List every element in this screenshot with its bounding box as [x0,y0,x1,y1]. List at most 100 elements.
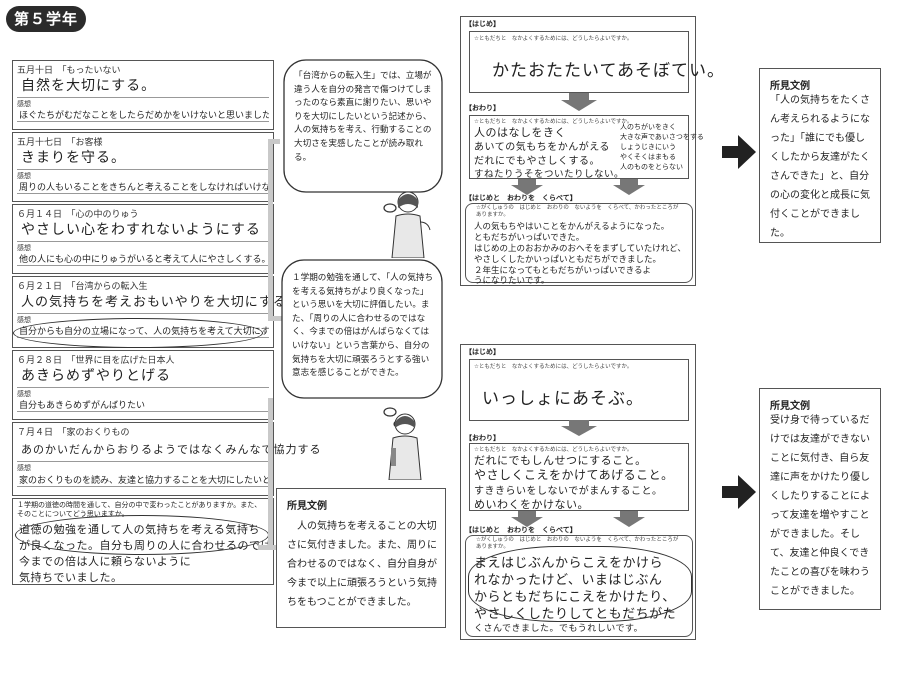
entry-label: 感想 [17,100,31,108]
entry-label: 感想 [17,390,31,398]
entry-label: 感想 [17,316,31,324]
owari-side-3: しょうじきにいう [620,143,676,151]
entry-4: ６月２１日 「台湾からの転入生 人の気持ちを考えおもいやりを大切にする 感想 自… [12,276,286,348]
section-label-owari: 【おわり】 [465,434,500,442]
down-arrow-icon [511,511,543,527]
grade-tag: 第５学年 [6,6,86,32]
owari-box: ☆ともだちと なかよくするためには、どうしたらよいですか。 人のはなしをきく あ… [469,115,704,180]
entry-writing: あのかいだんからおりるようではなくみんなで協力する [21,443,322,456]
summary-prompt: １学期の道徳の時間を通して、自分の中で変わったことがありますか。また、そのことに… [17,501,262,518]
connector [268,316,288,321]
entry-3: ６月１４日 「心の中のりゅう やさしい心をわすれないようにする 感想 他の人にも… [12,204,274,274]
owari-prompt: ☆ともだちと なかよくするためには、どうしたらよいですか。 [474,447,633,453]
owari-line-4: すねたりうそをついたりしない。 [474,169,625,180]
summary-line-4: 気持ちでいました。 [19,571,123,584]
compare-prompt: ☆がくしゅうの はじめと おわりの ないようを くらべて、かわったところが あり… [476,205,684,218]
teacher-illustration [385,410,431,481]
commentary-box-right-bottom: 所見文例 受け身で待っているだけでは友達ができないことに気付き、自ら友達に声をか… [759,388,881,610]
thought-cloud-1: 「台湾からの転入生」では、立場が違う人を自分の発言で傷つけてしまったのなら素直に… [278,52,448,227]
compare-box: ☆がくしゅうの はじめと おわりの ないようを くらべて、かわったところが あり… [465,203,693,286]
entry-date: 五月十日 「もったいない [17,66,121,76]
entry-2: 五月十七日 「お客様 きまりを守る。 感想 周りの人もいることをきちんと考えるこ… [12,132,274,202]
commentary-box-right-top: 所見文例 「人の気持ちをたくさん考えられるようになった」「誰にでも優しくしたから… [759,68,881,243]
owari-line-1: だれにでもしんせつにすること。 [474,454,647,467]
compare-line-6: うになりたいです。 [474,276,550,286]
connector [268,139,280,144]
entry-date: ６月１４日 「心の中のりゅう [17,210,139,220]
down-arrow-icon [613,179,645,195]
compare-prompt: ☆がくしゅうの はじめと おわりの ないようを くらべて、かわったところが あり… [476,537,684,550]
compare-line-1: 人の気もちやはいことをかんがえるようになった。 [474,222,670,232]
hajime-prompt: ☆ともだちと なかよくするためには、どうしたらよいですか。 [474,36,633,42]
entry-label: 感想 [17,172,31,180]
hajime-writing: いっしょにあそぶ。 [482,389,644,409]
section-label-compare: 【はじめと おわりを くらべて】 [465,194,577,202]
cloud-text: 「台湾からの転入生」では、立場が違う人を自分の発言で傷つけてしまったのなら素直に… [294,71,432,163]
hajime-prompt: ☆ともだちと なかよくするためには、どうしたらよいですか。 [474,364,633,370]
commentary-title: 所見文例 [770,401,810,412]
summary-section: １学期の道徳の時間を通して、自分の中で変わったことがありますか。また、そのことに… [12,498,274,585]
highlight-ellipse [15,515,269,555]
owari-side-2: 大きな声であいさつをする [620,133,704,141]
owari-line-2: やさしくこえをかけてあげること。 [474,468,674,482]
owari-box: ☆ともだちと なかよくするためには、どうしたらよいですか。 だれにでもしんせつに… [469,443,689,511]
down-arrow-icon [511,179,543,195]
highlight-ellipse [13,318,263,348]
connector [268,398,273,548]
down-arrow-icon [613,511,645,527]
entry-writing: きまりを守る。 [21,150,126,166]
entry-reflection: 周りの人もいることをきちんと考えることをしなければいけないと思いました。 [19,183,269,193]
entry-reflection: 他の人にも心の中にりゅうがいると考えて人にやさしくする。 [19,255,269,265]
commentary-title: 所見文例 [770,81,810,92]
entry-date: ６月２１日 「台湾からの転入生 [17,282,148,292]
connector [268,139,273,319]
entry-date: ７月４日 「家のおくりもの [17,428,130,438]
compare-box: ☆がくしゅうの はじめと おわりの ないようを くらべて、かわったところが あり… [465,535,693,637]
highlight-ellipse [468,546,692,622]
owari-side-5: 人のものをとらない [620,163,683,171]
compare-line-5: ２年生になってもともだちがいっぱいできるよ [474,266,652,276]
section-label-hajime: 【はじめ】 [465,20,500,28]
compare-line-3: はじめの上のおおかみのおへそをまずしていたけれど、 [474,244,686,254]
hajime-writing: かたおたたいてあそぼてい。 [492,61,725,81]
worksheet-top: 【はじめ】 ☆ともだちと なかよくするためには、どうしたらよいですか。 かたおた… [460,16,724,286]
owari-line-3: だれにでもやさしくする。 [474,156,600,167]
compare-line-2: ともだちがいっぱいできた。 [474,233,585,243]
entry-writing: 人の気持ちを考えおもいやりを大切にする [21,295,287,310]
section-label-hajime: 【はじめ】 [465,348,500,356]
connector [258,545,276,550]
commentary-body: 受け身で待っているだけでは友達ができないことに気付き、自ら友達に声をかけたり優し… [770,415,870,597]
commentary-body: 人の気持ちを考えることの大切さに気付きました。また、周りに合わせるのではなく、自… [287,521,437,608]
entry-reflection: ほぐたちがむだなことをしたらだめかをいけないと思いました。 [19,111,269,121]
entry-5: ６月２８日 「世界に目を広げた日本人 あきらめずやりとげる 感想 自分もあきらめ… [12,350,274,420]
compare-line-5: くさんできました。でもうれしいです。 [474,624,644,634]
worksheet-bottom: 【はじめ】 ☆ともだちと なかよくするためには、どうしたらよいですか。 いっしょ… [460,344,696,640]
commentary-title: 所見文例 [287,501,327,512]
summary-line-3: 今までの倍は人に頼らないように [19,555,192,568]
entry-1: 五月十日 「もったいない 自然を大切にする。 感想 ほぐたちがむだなことをしたら… [12,60,274,130]
owari-line-1: 人のはなしをきく [474,126,566,139]
owari-side-4: やくそくはまもる [620,153,676,161]
hajime-box: ☆ともだちと なかよくするためには、どうしたらよいですか。 かたおたたいてあそぼ… [469,31,724,93]
compare-line-4: やさしくしたかいっぱいともだちができました。 [474,255,662,265]
entry-date: 五月十七日 「お客様 [17,138,103,148]
thought-cloud-2: １学期の勉強を通して、「人の気持ちを考える気持ちがより良くなった」という思いを大… [278,258,448,433]
down-arrow-icon [561,93,597,111]
entry-date: ６月２８日 「世界に目を広げた日本人 [17,356,175,366]
entry-writing: あきらめずやりとげる [21,368,171,384]
entry-label: 感想 [17,464,31,472]
right-arrow-icon [722,475,756,509]
section-label-owari: 【おわり】 [465,104,500,112]
right-arrow-icon [722,135,756,169]
section-label-compare: 【はじめと おわりを くらべて】 [465,526,577,534]
entry-reflection: 家のおくりものを読み、友達と協力することを大切にしたいと思います。 [19,476,269,486]
entry-label: 感想 [17,244,31,252]
cloud-text: １学期の勉強を通して、「人の気持ちを考える気持ちがより良くなった」という思いを大… [292,273,434,379]
owari-prompt: ☆ともだちと なかよくするためには、どうしたらよいですか。 [474,119,633,125]
entry-writing: やさしい心をわすれないようにする [21,222,261,238]
owari-side-1: 人のちがいをきく [620,123,676,131]
down-arrow-icon [561,420,597,436]
owari-line-2: あいての気もちをかんがえる [474,142,610,153]
teacher-illustration [388,188,434,259]
commentary-box-left: 所見文例 人の気持ちを考えることの大切さに気付きました。また、周りに合わせるので… [276,488,446,628]
